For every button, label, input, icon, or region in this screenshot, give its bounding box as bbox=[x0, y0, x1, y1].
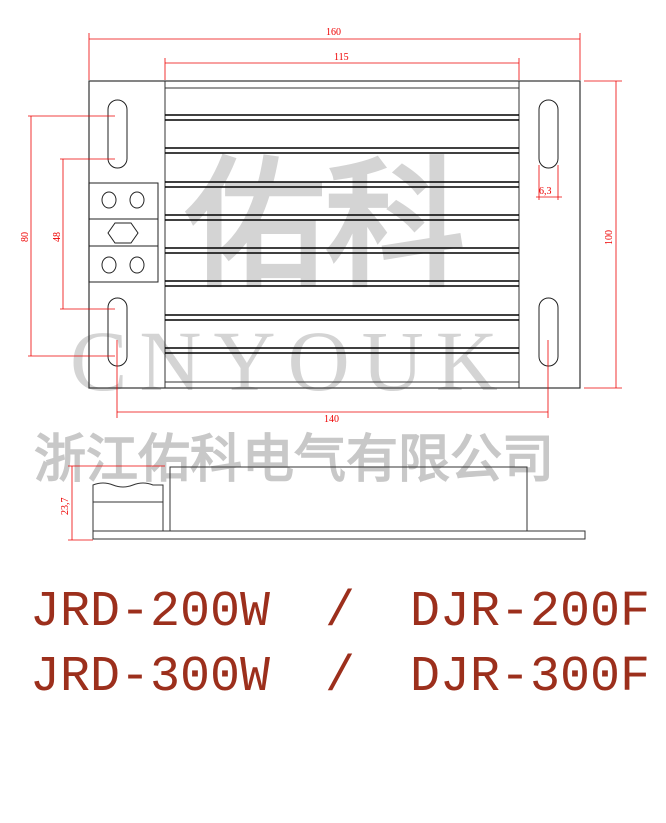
model-left: JRD-200W bbox=[30, 584, 270, 641]
mounting-slots bbox=[107, 99, 559, 367]
dim-slot-width: 6,3 bbox=[539, 186, 552, 197]
dim-fin-width: 115 bbox=[334, 52, 349, 63]
terminal-block bbox=[88, 182, 159, 283]
dim-slot-pitch-inner: 48 bbox=[52, 232, 63, 242]
dim-slot-pitch-outer: 80 bbox=[20, 232, 31, 242]
dim-overall-height: 100 bbox=[604, 230, 615, 245]
side-view bbox=[92, 466, 586, 540]
watermark-brand-en: CNYOUK bbox=[70, 313, 510, 409]
dimension-lines bbox=[28, 33, 622, 541]
dim-overall-width: 160 bbox=[326, 27, 341, 38]
model-right: DJR-200F bbox=[410, 584, 650, 641]
model-separator: / bbox=[325, 649, 355, 706]
watermark-company: 浙江佑科电气有限公司 bbox=[34, 430, 554, 490]
heat-fins bbox=[165, 114, 519, 354]
model-row-1: JRD-200W / DJR-200F bbox=[30, 584, 650, 641]
model-separator: / bbox=[325, 584, 355, 641]
model-left: JRD-300W bbox=[30, 649, 270, 706]
top-view bbox=[88, 80, 581, 389]
watermark-brand-cn: 佑科 bbox=[184, 145, 465, 308]
dim-slot-spacing: 140 bbox=[324, 414, 339, 425]
model-right: DJR-300F bbox=[410, 649, 650, 706]
model-row-2: JRD-300W / DJR-300F bbox=[30, 649, 650, 706]
dim-side-height: 23,7 bbox=[60, 498, 71, 516]
